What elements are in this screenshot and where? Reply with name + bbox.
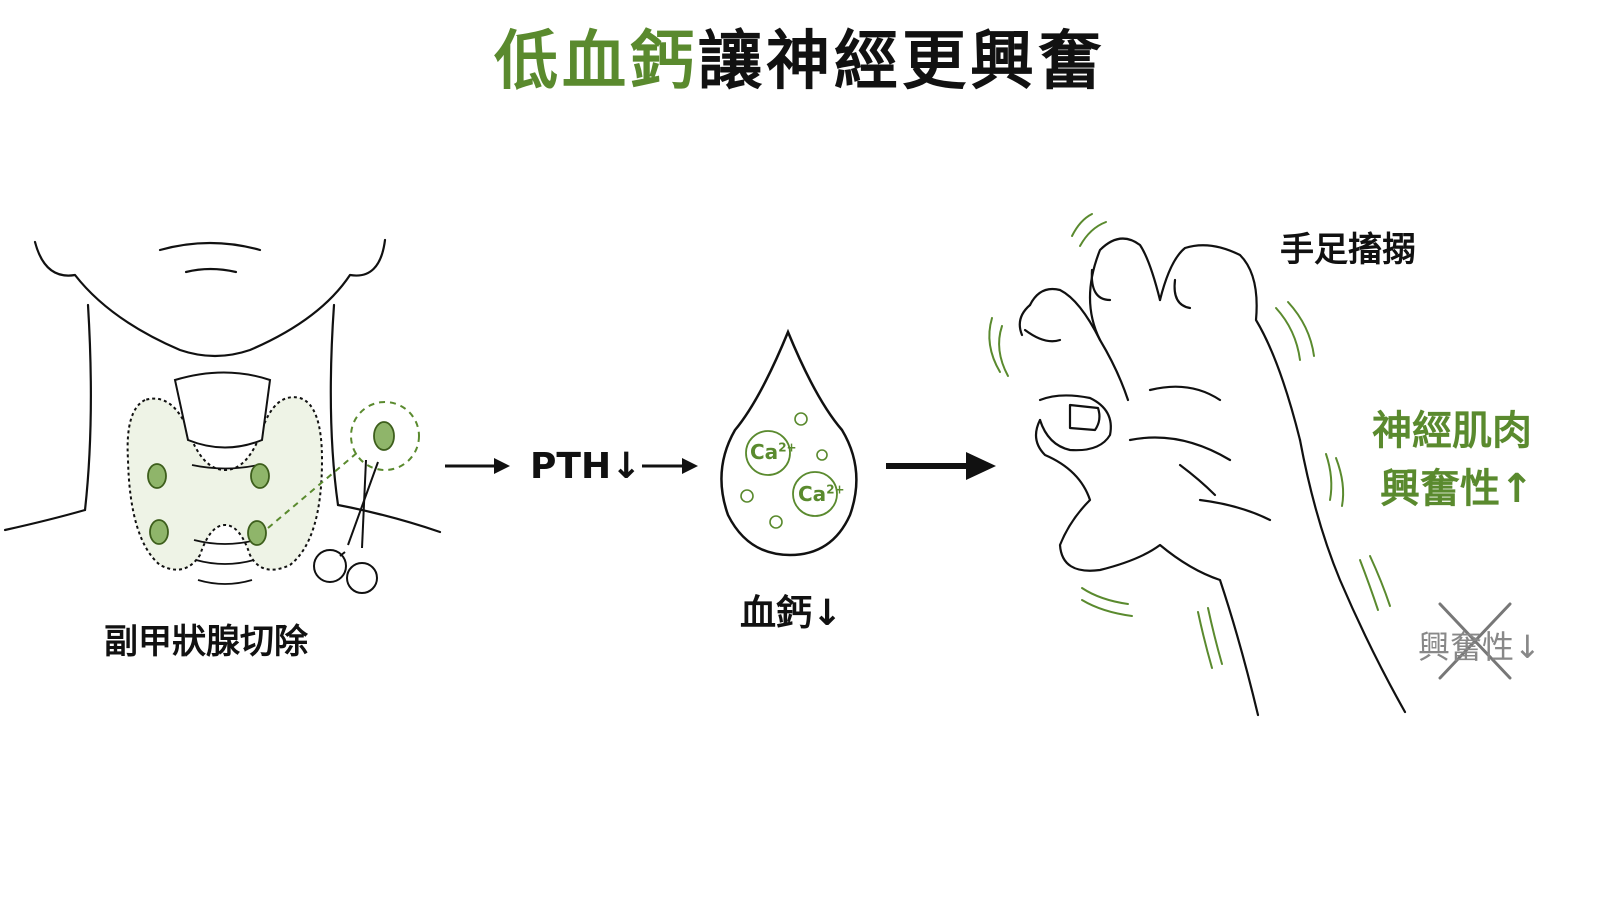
- excitability-label-line1: 神經肌肉: [1372, 398, 1532, 456]
- thyroid-gland: [128, 373, 322, 585]
- surgery-label: 副甲狀腺切除: [104, 614, 308, 663]
- arrow-surgery-to-pth: [445, 458, 510, 474]
- excitability-label-line2: 興奮性↑: [1380, 456, 1534, 514]
- ion-charge: 2+: [826, 482, 844, 496]
- tetany-label: 手足搐搦: [1280, 222, 1416, 271]
- ion-symbol: Ca: [750, 440, 778, 464]
- crossed-out-label: 興奮性↓: [1418, 622, 1541, 668]
- pth-label: PTH↓: [530, 446, 641, 487]
- calcium-ion: Ca2+: [798, 482, 845, 506]
- blood-calcium-label: 血鈣↓: [740, 584, 842, 636]
- ion-charge: 2+: [778, 440, 796, 454]
- calcium-ion: Ca2+: [750, 440, 797, 464]
- arrow-pth-to-calcium: [642, 458, 698, 474]
- cramped-hand-illustration: [1020, 239, 1405, 715]
- ion-symbol: Ca: [798, 482, 826, 506]
- scissors-icon: [314, 460, 378, 593]
- tremor-lines: [989, 214, 1390, 668]
- arrow-calcium-to-hand: [886, 452, 996, 480]
